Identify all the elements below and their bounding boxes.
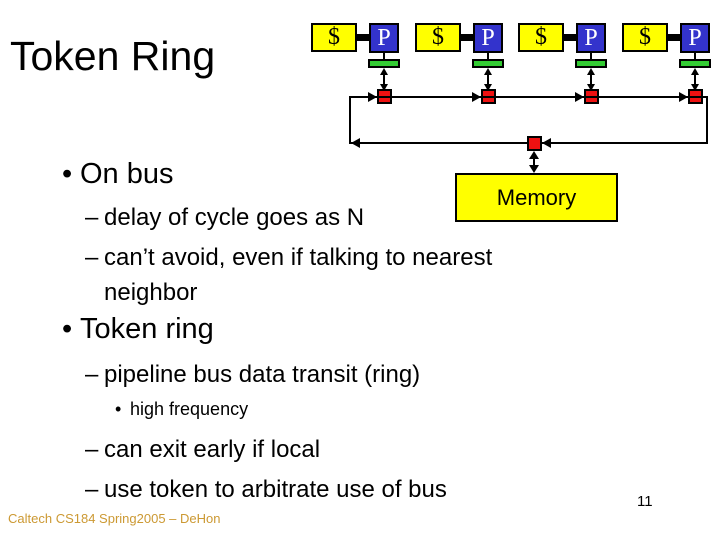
processor-node-group: $ P (311, 23, 407, 104)
arrow-up-icon (529, 151, 539, 159)
bullet-item: • Token ring (62, 313, 214, 346)
bullet-item: – can exit early if local (85, 433, 320, 468)
bullet-text: delay of cycle goes as N (104, 204, 365, 231)
arrow-down-icon (529, 165, 539, 173)
bullet-marker: • (62, 158, 73, 190)
processor-label: P (481, 24, 495, 51)
arrow-up-icon (691, 68, 699, 75)
processor-label: P (377, 24, 391, 51)
cache-box: $ (518, 23, 564, 52)
memory-ring-node-square (527, 136, 542, 151)
arrow-right-icon (679, 92, 688, 102)
ring-interface-bar (679, 59, 711, 68)
cache-label: $ (432, 24, 444, 50)
arrow-right-icon (472, 92, 481, 102)
bullet-item: • high frequency (115, 399, 248, 420)
bullet-text: can’t avoid, even if talking to nearest … (104, 244, 493, 306)
double-arrow-line (590, 73, 592, 86)
bullet-marker: – (85, 204, 99, 231)
processor-stem-line (487, 53, 489, 60)
cache-label: $ (328, 24, 340, 50)
arrow-right-icon (368, 92, 377, 102)
arrow-up-icon (484, 68, 492, 75)
bullet-text: pipeline bus data transit (ring) (104, 361, 421, 388)
processor-stem-line (590, 53, 592, 60)
arrow-left-icon (542, 138, 551, 148)
cache-processor-link (666, 34, 682, 41)
arrow-up-icon (587, 68, 595, 75)
bullet-marker: – (85, 476, 99, 503)
double-arrow-line (487, 73, 489, 86)
ring-left-segment (349, 96, 351, 144)
memory-box: Memory (455, 173, 618, 222)
cache-label: $ (535, 24, 547, 50)
ring-right-segment (706, 96, 708, 144)
double-arrow-line (694, 73, 696, 86)
bullet-item: – use token to arbitrate use of bus (85, 473, 447, 508)
bullet-marker: – (85, 361, 99, 388)
processor-box: P (369, 23, 399, 53)
bullet-text: high frequency (130, 399, 249, 419)
cache-box: $ (415, 23, 461, 52)
slide-page-number: 11 (637, 493, 653, 510)
cache-processor-link (459, 34, 475, 41)
processor-box: P (680, 23, 710, 53)
processor-label: P (584, 24, 598, 51)
slide-footer: Caltech CS184 Spring2005 – DeHon (8, 511, 221, 526)
bullet-marker: • (115, 399, 122, 419)
processor-stem-line (383, 53, 385, 60)
bullet-item: – delay of cycle goes as N (85, 201, 364, 236)
arrow-right-icon (575, 92, 584, 102)
processor-node-group: $ P (622, 23, 718, 104)
processor-stem-line (694, 53, 696, 60)
page-title: Token Ring (10, 33, 216, 79)
cache-processor-link (355, 34, 371, 41)
arrow-down-icon (587, 84, 595, 91)
arrow-down-icon (380, 84, 388, 91)
arrow-down-icon (691, 84, 699, 91)
bullet-text: can exit early if local (104, 436, 321, 463)
memory-arrow-line (533, 156, 535, 168)
cache-label: $ (639, 24, 651, 50)
bullet-marker: – (85, 244, 99, 271)
double-arrow-line (383, 73, 385, 86)
bullet-marker: – (85, 436, 99, 463)
bullet-item: – pipeline bus data transit (ring) (85, 358, 420, 393)
ring-interface-bar (575, 59, 607, 68)
processor-label: P (688, 24, 702, 51)
arrow-up-icon (380, 68, 388, 75)
bullet-text: Token ring (80, 313, 214, 345)
processor-box: P (473, 23, 503, 53)
bullet-item: • On bus (62, 158, 174, 191)
processor-node-group: $ P (518, 23, 614, 104)
bullet-item: – can’t avoid, even if talking to neares… (85, 241, 544, 311)
cache-processor-link (562, 34, 578, 41)
bullet-text: use token to arbitrate use of bus (104, 476, 447, 503)
ring-top-segment (349, 96, 708, 98)
arrow-down-icon (484, 84, 492, 91)
memory-label: Memory (496, 184, 577, 210)
ring-interface-bar (368, 59, 400, 68)
cache-box: $ (311, 23, 357, 52)
processor-box: P (576, 23, 606, 53)
bullet-text: On bus (80, 158, 174, 190)
bullet-marker: • (62, 313, 73, 345)
arrow-left-icon (351, 138, 360, 148)
cache-box: $ (622, 23, 668, 52)
processor-node-group: $ P (415, 23, 511, 104)
ring-interface-bar (472, 59, 504, 68)
